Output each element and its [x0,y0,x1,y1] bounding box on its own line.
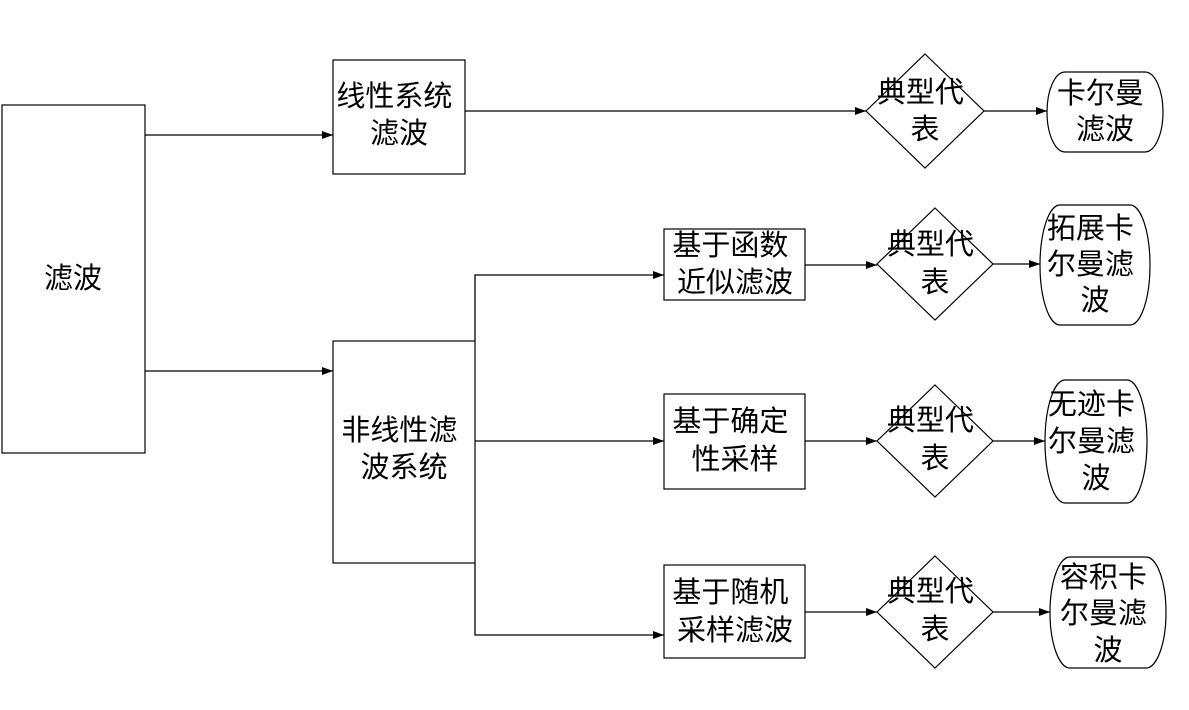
arrow-nonlinear-to-function-approx [474,271,664,341]
label-line: 线性系统 [336,79,452,113]
label-line: 性采样 [691,442,778,476]
terminal-shape [1049,556,1167,669]
label-line: 波 [1080,283,1109,317]
connectors [145,107,1050,639]
label-line: 尔曼滤 [1047,247,1134,281]
label-line: 典型代 [887,227,974,261]
label-line: 基于随机 [672,575,788,609]
terminal-shape [1046,71,1164,153]
node-deterministic-box [663,393,806,490]
label-line: 典型代 [877,75,964,109]
terminal-label: 拓展卡 尔曼滤 波 [1047,211,1143,317]
label-line: 采样滤波 [677,613,793,647]
label-line: 基于确定 [672,404,788,438]
diamond-label: 典型代 表 [877,75,973,146]
node-typical-representative-3: 典型代 表 [876,384,994,498]
node-random-label: 基于随机 采样滤波 [672,575,797,647]
node-deterministic-sampling: 基于确定 性采样 [663,393,806,490]
label-line: 容积卡 [1060,560,1147,594]
node-typical-representative-1: 典型代 表 [865,53,985,169]
diamond-shape [876,207,994,321]
terminal-shape [1039,204,1151,326]
node-nonlinear-box [332,340,476,564]
label-line: 滤波 [44,261,102,295]
label-line: 表 [920,265,949,299]
label-line: 波系统 [360,450,447,484]
label-line: 表 [920,441,949,475]
label-line: 波 [1093,633,1122,667]
node-nonlinear-label: 非线性滤 波系统 [341,413,466,484]
node-nonlinear-filter: 非线性滤 波系统 [332,340,476,564]
label-line: 滤波 [1076,112,1134,146]
node-random-box [663,564,806,659]
label-line: 卡尔曼 [1057,76,1144,110]
diamond-shape [865,53,985,169]
node-kalman-filter: 卡尔曼 滤波 [1046,71,1164,153]
node-function-approx-label: 基于函数 近似滤波 [672,228,797,299]
diamond-shape [876,555,994,669]
arrow-nonlinear-to-random-sampling [474,563,664,639]
diamond-label: 典型代 表 [887,574,983,646]
node-root-box [1,104,146,454]
label-line: 滤波 [370,116,428,150]
diamond-label: 典型代 表 [887,403,983,475]
terminal-shape [1044,379,1148,504]
node-cubature-kalman-filter: 容积卡 尔曼滤 波 [1049,556,1167,669]
node-root-label: 滤波 [44,261,102,295]
label-line: 典型代 [887,403,974,437]
label-line: 基于函数 [672,228,788,262]
node-random-sampling: 基于随机 采样滤波 [663,564,806,659]
label-line: 表 [920,612,949,646]
terminal-label: 容积卡 尔曼滤 波 [1060,560,1156,667]
node-linear-label: 线性系统 滤波 [336,79,461,150]
terminal-label: 无迹卡 尔曼滤 波 [1048,387,1144,495]
terminal-label: 卡尔曼 滤波 [1057,76,1153,146]
label-line: 表 [910,112,939,146]
node-unscented-kalman-filter: 无迹卡 尔曼滤 波 [1044,379,1148,504]
label-line: 拓展卡 [1047,211,1134,245]
node-function-approx-box [663,228,806,301]
label-line: 近似滤波 [677,265,793,299]
node-typical-representative-4: 典型代 表 [876,555,994,669]
label-line: 非线性滤 [341,413,457,447]
node-typical-representative-2: 典型代 表 [876,207,994,321]
label-line: 波 [1081,461,1110,495]
diamond-shape [876,384,994,498]
node-deterministic-label: 基于确定 性采样 [672,404,797,476]
node-linear-filter: 线性系统 滤波 [332,59,466,175]
node-extended-kalman-filter: 拓展卡 尔曼滤 波 [1039,204,1151,326]
node-function-approx: 基于函数 近似滤波 [663,228,806,301]
label-line: 典型代 [887,574,974,608]
diamond-label: 典型代 表 [887,227,983,299]
node-root-filter: 滤波 [1,104,146,454]
label-line: 尔曼滤 [1060,596,1147,630]
label-line: 无迹卡 [1048,387,1135,421]
node-linear-box [332,59,466,175]
label-line: 尔曼滤 [1048,424,1135,458]
